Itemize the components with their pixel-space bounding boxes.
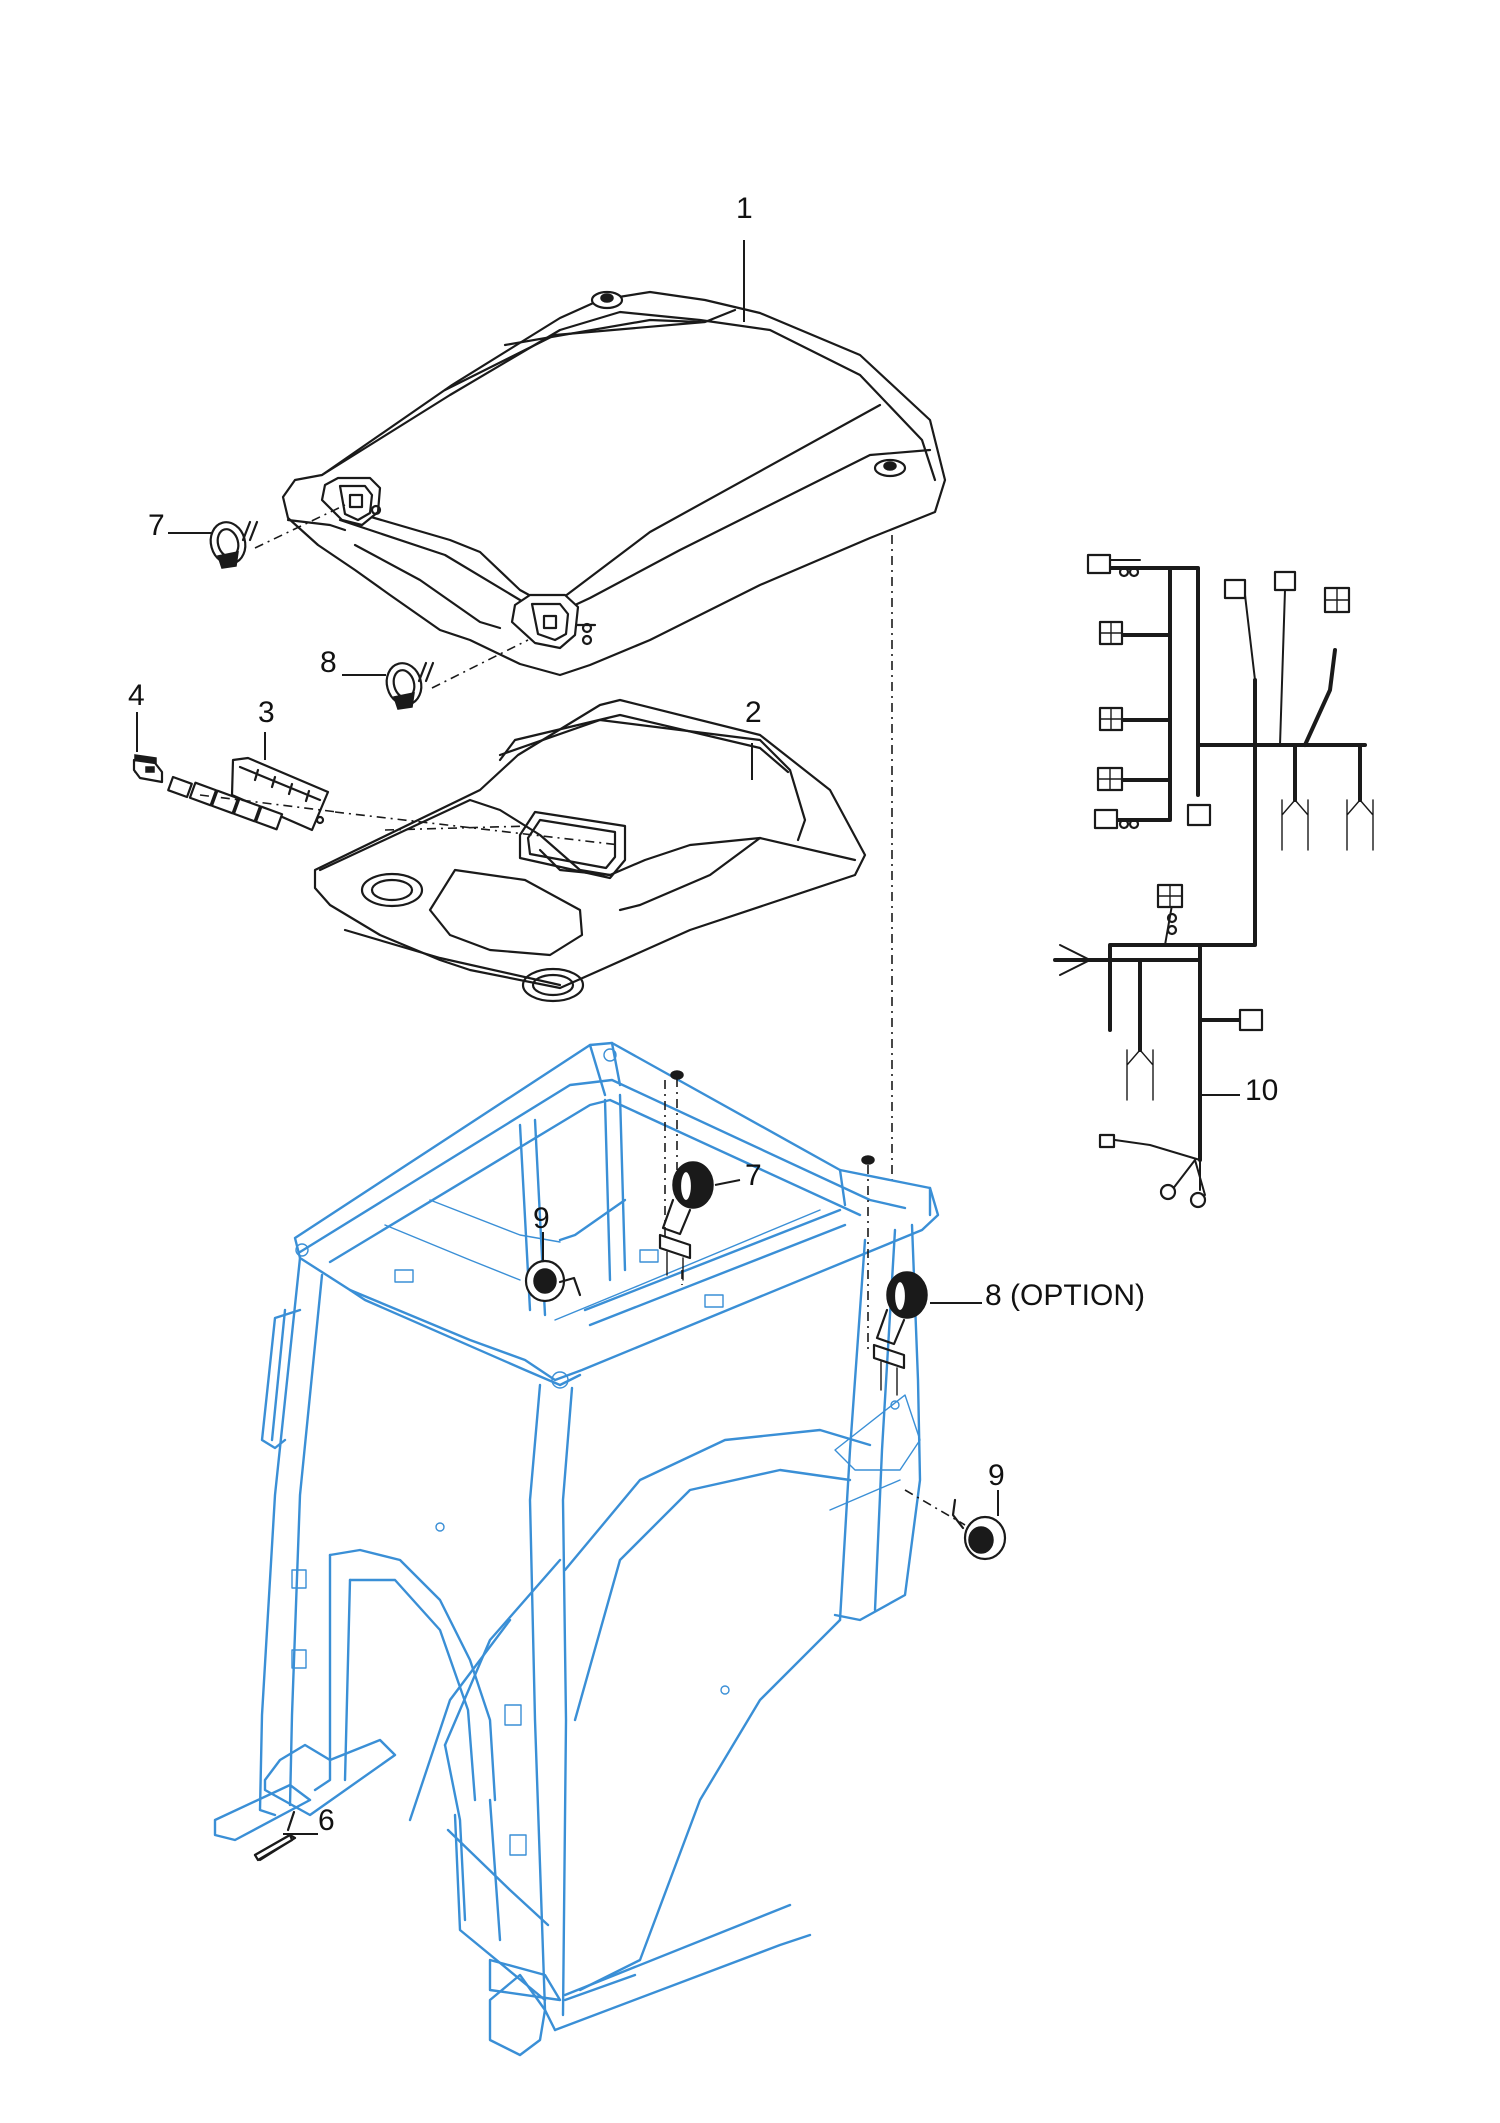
frame-lamp-8	[861, 1155, 928, 1396]
pin	[253, 1810, 297, 1862]
callout-7-frame: 7	[745, 1159, 762, 1192]
frame-lamp-9-upper	[524, 1259, 582, 1303]
cab-frame	[213, 1041, 940, 2057]
callout-8-top: 8	[320, 646, 337, 679]
callout-9-lower: 9	[988, 1459, 1005, 1492]
callout-9-upper: 9	[533, 1202, 550, 1235]
callout-7-top: 7	[148, 509, 165, 542]
callout-2: 2	[745, 696, 762, 729]
callout-1: 1	[736, 192, 753, 225]
roof-lamp-8	[385, 639, 529, 710]
callout-10: 10	[1245, 1074, 1278, 1107]
callout-6: 6	[318, 1804, 335, 1837]
headliner	[313, 698, 867, 1003]
callout-3: 3	[258, 696, 275, 729]
switch-panel	[132, 754, 338, 832]
callout-8-option: 8 (OPTION)	[985, 1279, 1145, 1312]
leader-7-frame	[714, 1179, 741, 1186]
frame-lamp-9-lower	[904, 1489, 1007, 1561]
frame-lamp-7	[658, 1070, 714, 1285]
roof-cover	[281, 290, 947, 1185]
wiring-harness	[1053, 553, 1374, 1209]
callout-4: 4	[128, 679, 145, 712]
roof-lamp-7	[209, 504, 346, 569]
